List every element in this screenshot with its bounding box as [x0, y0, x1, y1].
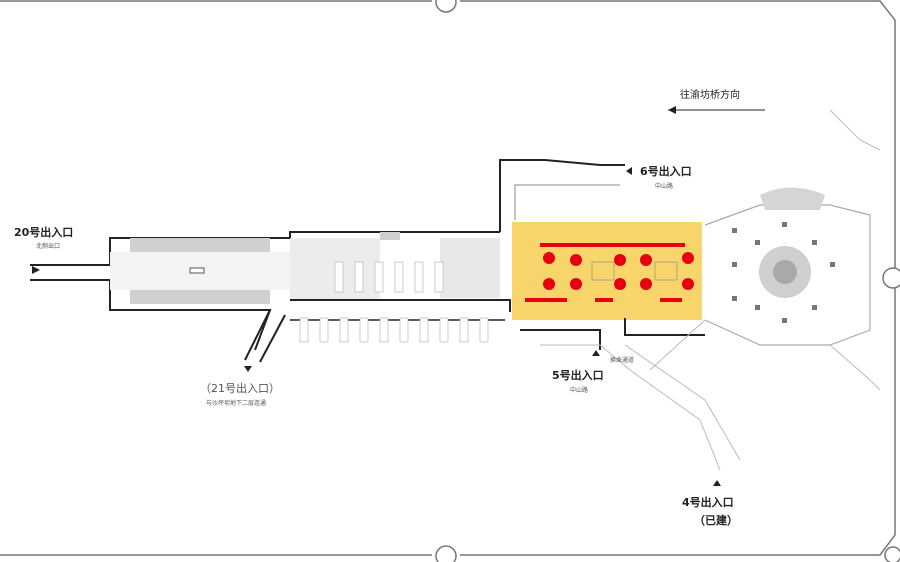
ad-marker: [570, 278, 582, 290]
exit-4-label: 4号出入口: [682, 496, 734, 509]
exit-4-sub: （已建）: [694, 514, 738, 527]
ad-marker: [543, 278, 555, 290]
ad-marker: [682, 252, 694, 264]
ad-marker: [614, 278, 626, 290]
exit-6-label: 6号出入口: [640, 165, 692, 178]
ad-marker: [640, 254, 652, 266]
exit-21-label: （21号出入口）: [200, 382, 280, 395]
rotunda-hub: [649, 109, 881, 391]
exit-20-sub: 北侧出口: [36, 243, 61, 250]
direction-label: 往渝坊桥方向: [680, 90, 740, 101]
highlight-zone: [512, 222, 702, 320]
ad-marker: [682, 278, 694, 290]
exit-5-sub: 中山路: [570, 387, 589, 394]
west-concourse: [30, 231, 511, 363]
exit-6-sub: 中山路: [655, 183, 674, 190]
exit-20-label: 20号出入口: [14, 226, 74, 239]
exit-21-sub: 与沙坪坝地下二层连通: [206, 400, 267, 407]
ad-marker: [614, 254, 626, 266]
ad-marker: [543, 252, 555, 264]
exit-5-label: 5号出入口: [552, 369, 604, 382]
ad-marker: [570, 254, 582, 266]
ad-marker: [640, 278, 652, 290]
exit-5-passage: 换乘通道: [610, 357, 635, 364]
